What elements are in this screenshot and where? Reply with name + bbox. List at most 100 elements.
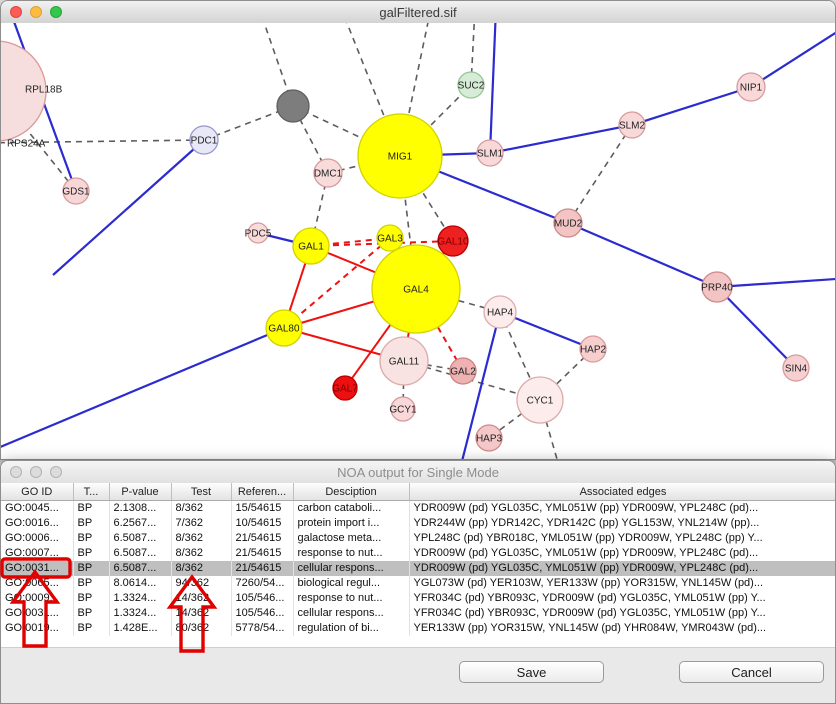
table-cell: 5778/54... [231, 621, 294, 636]
minimize-button[interactable] [30, 466, 42, 478]
network-node-mud2[interactable] [553, 208, 583, 238]
node-label: GAL10 [437, 237, 469, 248]
network-node-hap3[interactable] [475, 424, 503, 452]
table-cell: carbon cataboli... [293, 500, 410, 516]
network-node-cyc1[interactable] [516, 376, 564, 424]
table-cell: biological regul... [293, 576, 410, 591]
node-label: CYC1 [527, 396, 554, 407]
table-cell: GO:0031... [1, 561, 74, 576]
network-node-gal3[interactable] [376, 224, 404, 252]
table-cell: BP [73, 621, 110, 636]
zoom-button[interactable] [50, 466, 62, 478]
zoom-button[interactable] [50, 6, 62, 18]
noa-window-titlebar[interactable]: NOA output for Single Mode [1, 461, 835, 484]
window-title: NOA output for Single Mode [337, 464, 499, 480]
close-button[interactable] [10, 466, 22, 478]
cancel-button[interactable]: Cancel [679, 661, 824, 683]
column-header[interactable]: T... [73, 483, 110, 501]
node-label: SIN4 [785, 364, 808, 375]
table-cell: 14/362 [171, 606, 232, 621]
column-header[interactable]: P-value [109, 483, 172, 501]
network-edge[interactable] [488, 23, 497, 154]
column-header[interactable]: Desciption [293, 483, 410, 501]
traffic-lights [10, 6, 62, 18]
table-cell: 105/546... [231, 591, 294, 606]
network-node-gcy1[interactable] [390, 396, 416, 422]
table-cell: YDR009W (pd) YGL035C, YML051W (pp) YDR00… [409, 546, 835, 561]
network-node-gds1[interactable] [62, 177, 90, 205]
network-edge[interactable] [567, 124, 633, 224]
network-node-gal4[interactable] [371, 244, 461, 334]
network-node-suc2[interactable] [457, 71, 485, 99]
table-cell: YDR009W (pd) YGL035C, YML051W (pp) YDR00… [409, 561, 835, 576]
network-edge[interactable] [716, 286, 797, 369]
table-cell: YGL073W (pd) YER103W, YER133W (pp) YOR31… [409, 576, 835, 591]
network-edge[interactable] [1, 139, 205, 144]
network-node-pdc5[interactable] [247, 222, 269, 244]
network-node-gal1[interactable] [292, 227, 330, 265]
network-node-hap4[interactable] [483, 295, 517, 329]
network-edge[interactable] [459, 311, 502, 460]
network-node-sin4[interactable] [782, 354, 810, 382]
save-button[interactable]: Save [459, 661, 604, 683]
close-button[interactable] [10, 6, 22, 18]
network-node-hap2[interactable] [579, 335, 607, 363]
network-node-gal7[interactable] [332, 375, 358, 401]
network-node-nip1[interactable] [736, 72, 766, 102]
node-label: HAP4 [487, 308, 514, 319]
table-cell: 80/362 [171, 621, 232, 636]
network-node-gray1[interactable] [276, 89, 310, 123]
network-node-slm2[interactable] [618, 111, 646, 139]
network-edge[interactable] [499, 310, 594, 351]
column-header[interactable]: Associated edges [409, 483, 835, 501]
node-label: MUD2 [554, 219, 583, 230]
table-cell: YPL248C (pd) YBR018C, YML051W (pp) YDR00… [409, 531, 835, 546]
network-edge[interactable] [631, 85, 752, 127]
network-edge[interactable] [283, 237, 391, 329]
network-window-titlebar[interactable]: galFiltered.sif [1, 1, 835, 24]
network-node-dmc1[interactable] [313, 158, 343, 188]
column-header[interactable]: Test [171, 483, 232, 501]
column-header[interactable]: Referen... [231, 483, 294, 501]
network-canvas-svg[interactable]: RPL18BRPS24AGDS1PDC1DMC1MIG1SUC2SLM1SLM2… [1, 23, 836, 460]
network-edge[interactable] [52, 139, 205, 276]
table-cell: BP [73, 500, 110, 516]
network-node-gal11[interactable] [379, 336, 429, 386]
table-cell: BP [73, 516, 110, 531]
network-node-gal80[interactable] [265, 309, 303, 347]
network-edge[interactable] [489, 123, 633, 155]
network-node-gal10[interactable] [437, 225, 469, 257]
table-cell: 14/362 [171, 591, 232, 606]
network-node-pdc1[interactable] [189, 125, 219, 155]
network-edge[interactable] [292, 105, 401, 157]
column-header[interactable]: GO ID [1, 483, 74, 501]
table-cell: 7260/54... [231, 576, 294, 591]
network-node-rpl18b[interactable] [1, 40, 47, 142]
network-edge[interactable] [1, 326, 285, 453]
table-cell: 105/546... [231, 606, 294, 621]
network-edge[interactable] [716, 277, 836, 289]
table-cell: 21/54615 [231, 561, 294, 576]
table-cell: GO:0009... [1, 591, 74, 606]
network-edge[interactable] [567, 221, 718, 289]
network-node-mig1[interactable] [357, 113, 443, 199]
network-node-slm1[interactable] [476, 139, 504, 167]
network-edge[interactable] [750, 23, 836, 88]
network-node-gal2[interactable] [449, 357, 477, 385]
table-cell: YDR009W (pd) YGL035C, YML051W (pp) YDR00… [409, 500, 835, 516]
minimize-button[interactable] [30, 6, 42, 18]
network-node-prp40[interactable] [701, 271, 733, 303]
